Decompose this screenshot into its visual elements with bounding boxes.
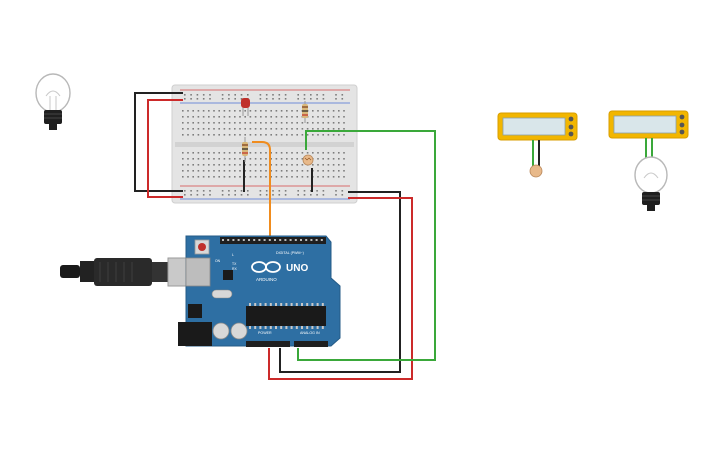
- wire-orange-digital[interactable]: [252, 141, 271, 238]
- digital-label: DIGITAL (PWM~): [276, 251, 304, 255]
- breadboard[interactable]: [171, 84, 358, 204]
- wire-green-a0[interactable]: [297, 130, 436, 361]
- crystal: [211, 289, 233, 299]
- resistor-sensor[interactable]: [302, 101, 308, 123]
- breadboard-holes: [182, 94, 345, 196]
- arduino-logo: [251, 261, 281, 273]
- uno-label: UNO: [286, 263, 308, 274]
- wire-black-gnd[interactable]: [279, 191, 401, 373]
- capacitor-1: [212, 322, 230, 340]
- digital-header[interactable]: [220, 237, 326, 244]
- photoresistor-breadboard[interactable]: [302, 154, 314, 166]
- digital-pins: [222, 239, 323, 241]
- arduino-uno[interactable]: UNO ARDUINO DIGITAL (PWM~) ON L TX RX PO…: [178, 235, 341, 347]
- light-sensor-module-1[interactable]: [497, 112, 578, 178]
- l-led-label: L: [232, 253, 234, 257]
- power-label: POWER: [258, 331, 272, 335]
- on-led-label: ON: [215, 259, 221, 263]
- chip-pins: [249, 303, 324, 329]
- voltage-regulator: [188, 304, 202, 318]
- atmega-chip: [246, 306, 326, 326]
- red-led[interactable]: [241, 98, 250, 116]
- capacitor-2: [230, 322, 248, 340]
- rx-label: RX: [232, 267, 237, 271]
- power-header[interactable]: [246, 341, 290, 347]
- analog-label: ANALOG IN: [300, 331, 320, 335]
- light-sensor-module-2[interactable]: [608, 110, 689, 170]
- usb-chip: [223, 270, 233, 280]
- light-bulb-left[interactable]: [35, 73, 71, 130]
- power-jack[interactable]: [178, 322, 212, 346]
- brand-label: ARDUINO: [256, 277, 277, 282]
- light-bulb-right[interactable]: [634, 156, 668, 211]
- wire-red-left[interactable]: [147, 99, 183, 198]
- usb-port[interactable]: [185, 257, 211, 287]
- wire-black-left[interactable]: [134, 92, 183, 192]
- photoresistor-module-1: [529, 164, 543, 178]
- wire-red-5v[interactable]: [268, 197, 413, 380]
- tx-label: TX: [232, 262, 237, 266]
- analog-header[interactable]: [294, 341, 328, 347]
- resistor-led[interactable]: [242, 137, 248, 162]
